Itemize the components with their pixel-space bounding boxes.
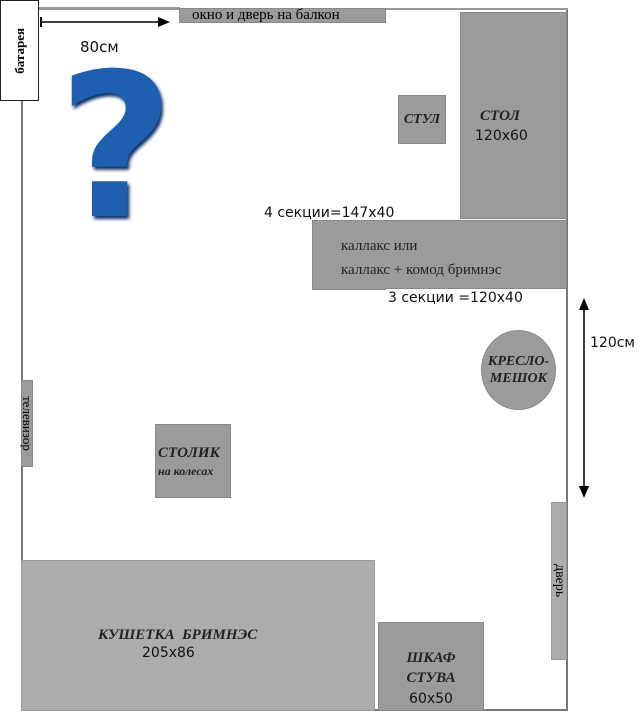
height-arrow (579, 298, 589, 498)
wardrobe-label-1: ШКАФ (406, 650, 456, 666)
beanbag-chair: КРЕСЛО-МЕШОК (481, 330, 556, 410)
window-label: окно и дверь на балкон (192, 7, 340, 23)
kallax-text: каллакс или каллакс + комод бримнэс (341, 234, 501, 282)
wall-left (21, 10, 23, 711)
door: дверь (551, 502, 567, 660)
desk-size: 120x60 (475, 128, 528, 144)
wardrobe: ШКАФ СТУВА 60x50 (378, 622, 484, 711)
kallax-3-sections (385, 220, 567, 289)
wall-right (566, 10, 568, 711)
tv-label: телевизор (20, 396, 35, 451)
couch-size: 205x86 (142, 645, 195, 661)
couch-label: КУШЕТКА БРИМНЭС (98, 627, 258, 643)
tv: телевизор (20, 380, 35, 467)
couch: КУШЕТКА БРИМНЭС 205x86 (21, 560, 375, 711)
kallax-4-label: 4 секции=147x40 (264, 205, 395, 221)
beanbag-label: КРЕСЛО-МЕШОК (487, 354, 550, 386)
height-label: 120см (590, 335, 635, 351)
table-sublabel: на колесах (158, 464, 214, 478)
side-table: СТОЛИК на колесах (155, 424, 231, 498)
kallax-4-sections (312, 220, 386, 290)
door-label: дверь (552, 564, 567, 598)
battery-label: батарея (11, 27, 27, 74)
desk-label: СТОЛ (480, 108, 520, 124)
window-balcony-door: окно и дверь на балкон (179, 8, 386, 23)
question-mark-icon: ? (58, 31, 175, 264)
wall-top (38, 7, 180, 10)
kallax-line1: каллакс или (341, 238, 418, 254)
wardrobe-size: 60x50 (409, 691, 453, 707)
table-label: СТОЛИК (158, 445, 220, 461)
battery: батарея (0, 0, 39, 101)
desk: СТОЛ 120x60 (460, 12, 567, 219)
width-label: 80см (80, 38, 119, 56)
kallax-3-label: 3 секции =120x40 (388, 290, 523, 306)
wall-top-right (386, 8, 568, 10)
chair: СТУЛ (398, 95, 446, 144)
kallax-line2: каллакс + комод бримнэс (341, 262, 502, 278)
wardrobe-label-2: СТУВА (406, 670, 456, 686)
chair-label: СТУЛ (403, 111, 441, 127)
width-arrow (40, 17, 170, 27)
